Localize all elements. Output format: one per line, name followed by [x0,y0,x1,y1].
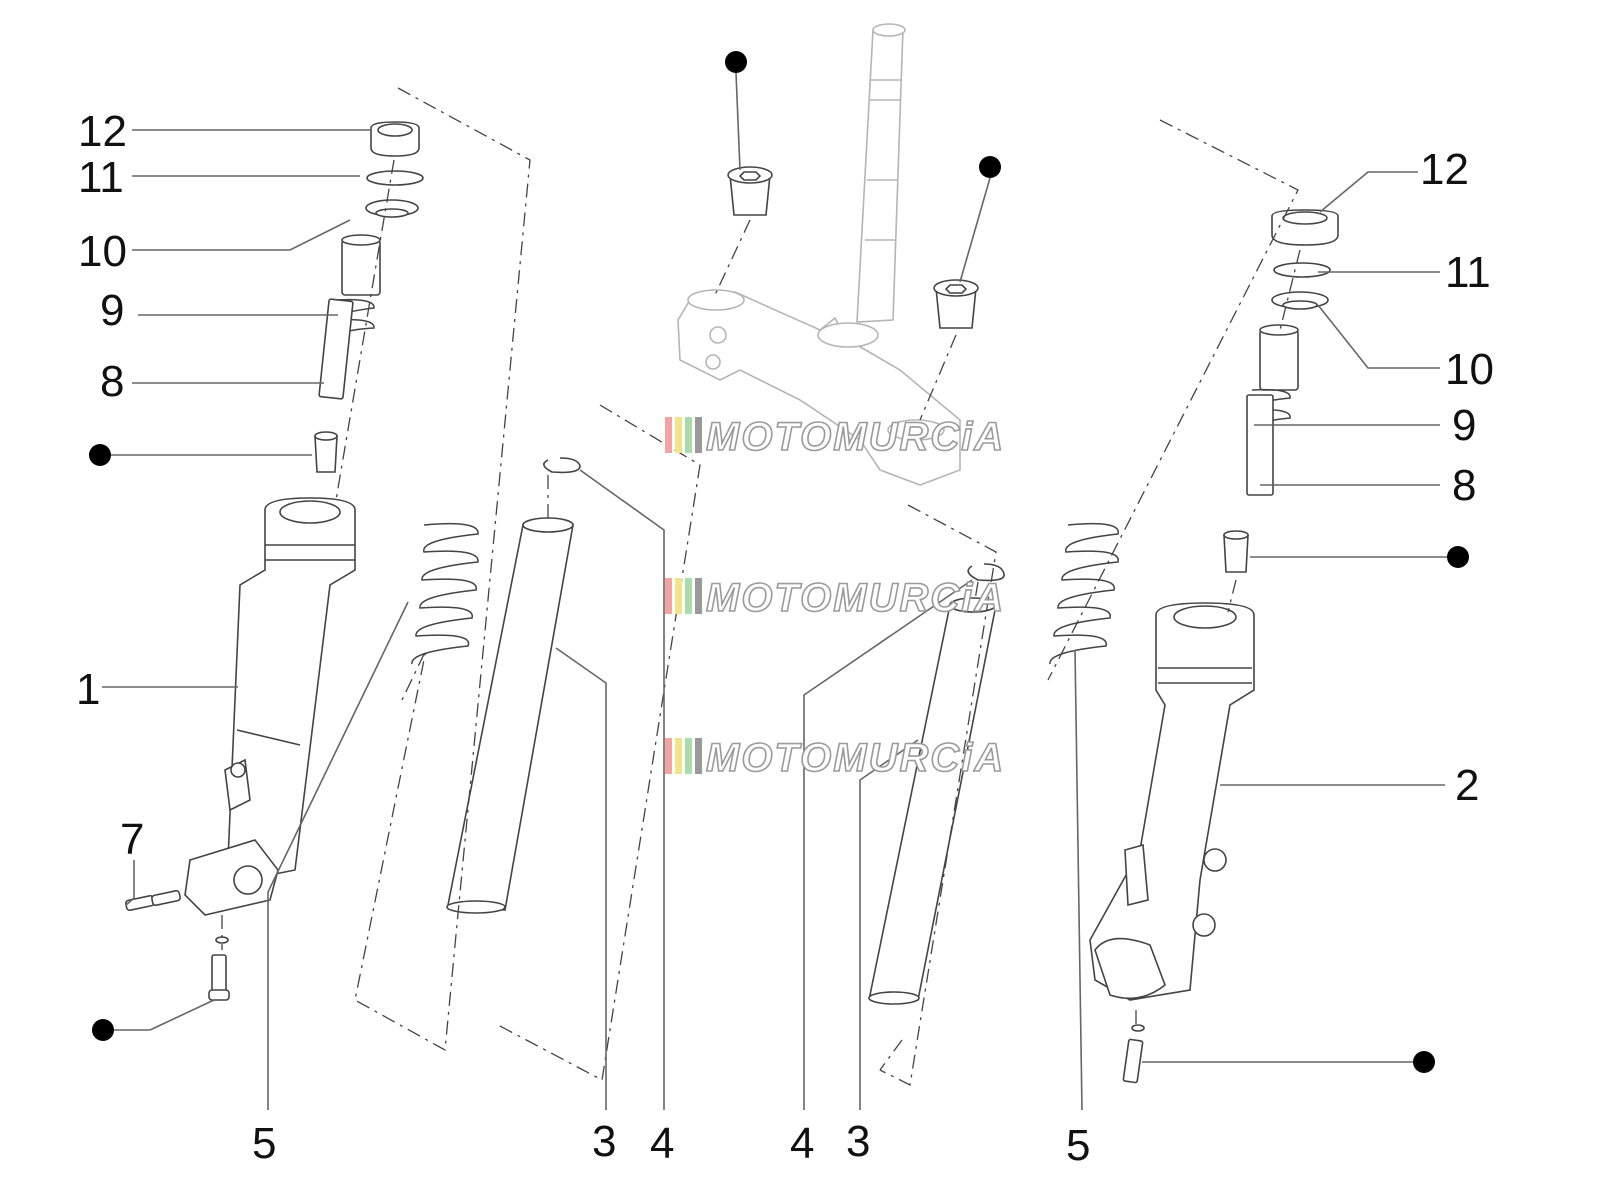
callout-left-8: 8 [100,357,124,406]
watermark-1: MOTOMURCiA [665,414,1005,460]
reference-dot [1447,546,1469,568]
wm-stripe [665,578,672,614]
right-inner-tube [868,597,997,1005]
reference-dot [979,156,1001,178]
wm-stripe [675,738,682,774]
right-fork-leg [1089,602,1255,1001]
wm-stripe [695,578,702,614]
callout-center-3b: 3 [846,1117,870,1166]
watermark-text: MOTOMURCiA [706,415,1005,459]
bolt-cap-right [933,279,979,329]
callout-left-12: 12 [78,107,127,156]
callout-right-9: 9 [1452,401,1476,450]
left-circlip [543,457,581,474]
watermark-3: MOTOMURCiA [665,735,1005,781]
right-circlip [967,563,1005,582]
callout-center-4a: 4 [650,1119,674,1168]
callout-right-11: 11 [1445,248,1491,297]
callout-left-10: 10 [78,227,127,276]
right-bottom-screw [1122,1024,1145,1084]
callout-right-5: 5 [1066,1121,1090,1170]
right-spring [1049,522,1119,665]
callout-right-10: 10 [1445,345,1494,394]
wm-stripe [675,417,682,453]
wm-stripe [665,417,672,453]
callout-left-9: 9 [100,286,124,335]
wm-stripe [675,578,682,614]
leader-lines [102,129,1445,1111]
wm-stripe [685,417,692,453]
wm-stripe [685,738,692,774]
callout-right-2: 2 [1455,761,1479,810]
callout-labels: 12 11 10 9 8 1 7 5 3 4 4 3 12 11 10 9 8 … [76,107,1494,1170]
reference-dot [92,1019,114,1041]
callout-right-8: 8 [1452,461,1476,510]
bolt-cap-left [727,166,773,216]
callout-center-3a: 3 [592,1117,616,1166]
left-fork-bolts [125,889,181,912]
left-fork-leg [184,497,356,916]
reference-dot [89,444,111,466]
wm-stripe [695,417,702,453]
callout-center-4b: 4 [790,1119,814,1168]
left-spring [411,522,479,665]
wm-stripe [665,738,672,774]
callout-right-12: 12 [1420,145,1469,194]
left-damper-parts [314,121,424,473]
reference-dot [725,51,747,73]
left-bottom-screw [208,936,230,1001]
left-inner-tube [446,517,574,914]
wm-stripe [685,578,692,614]
callout-left-5: 5 [252,1119,276,1168]
steering-tube-assembly [677,23,961,486]
reference-dots [89,51,1469,1073]
callout-left-11: 11 [78,153,124,202]
callout-left-7: 7 [120,815,144,864]
callout-left-1: 1 [76,665,100,714]
wm-stripe [695,738,702,774]
watermark-2: MOTOMURCiA [665,575,1005,621]
watermark-text: MOTOMURCiA [706,576,1005,620]
right-damper-parts [1223,209,1339,573]
watermark-text: MOTOMURCiA [706,736,1005,780]
reference-dot [1413,1051,1435,1073]
assembly-dash-lines [221,87,1301,1086]
